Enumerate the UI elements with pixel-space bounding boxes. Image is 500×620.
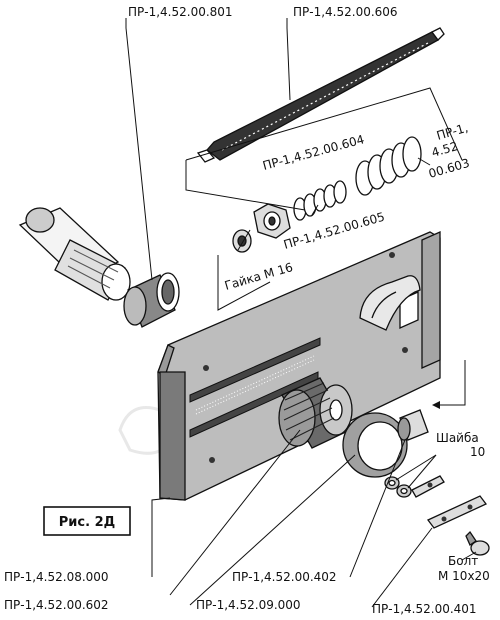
nut-m16	[253, 203, 291, 239]
spring-603	[355, 136, 422, 196]
label-606: ПР-1,4.52.00.606	[293, 5, 398, 19]
gear-602	[278, 377, 353, 449]
splined-shaft	[18, 207, 131, 301]
pin-402	[397, 409, 429, 441]
label-602: ПР-1,4.52.00.602	[4, 598, 109, 612]
washer-10	[384, 476, 412, 498]
strip-plate-401	[426, 495, 488, 529]
strip-plate-upper	[411, 475, 445, 498]
ring-09000	[342, 412, 408, 478]
label-bolt-size: М 10х20	[438, 569, 490, 583]
leader-lines	[125, 18, 477, 608]
bolt-m10x20	[465, 530, 490, 556]
figure-label-box: Рис. 2Д	[43, 506, 131, 536]
label-washer-size: 10	[470, 445, 485, 459]
small-nut	[232, 229, 252, 253]
spring-604	[293, 180, 347, 221]
label-801: ПР-1,4.52.00.801	[128, 5, 233, 19]
label-08000: ПР-1,4.52.08.000	[4, 570, 109, 584]
label-09000: ПР-1,4.52.09.000	[196, 598, 301, 612]
label-washer: Шайба	[436, 431, 479, 445]
threaded-rod-606	[196, 27, 445, 163]
label-402: ПР-1,4.52.00.402	[232, 570, 337, 584]
label-bolt: Болт	[448, 554, 478, 568]
label-604: ПР-1,4.52.00.604	[261, 132, 366, 173]
bushing-801	[123, 272, 180, 328]
label-401: ПР-1,4.52.00.401	[372, 602, 477, 616]
figure-label: Рис. 2Д	[59, 515, 115, 530]
main-plate-08000	[157, 230, 441, 501]
label-603-line2: 4.52	[430, 139, 460, 160]
